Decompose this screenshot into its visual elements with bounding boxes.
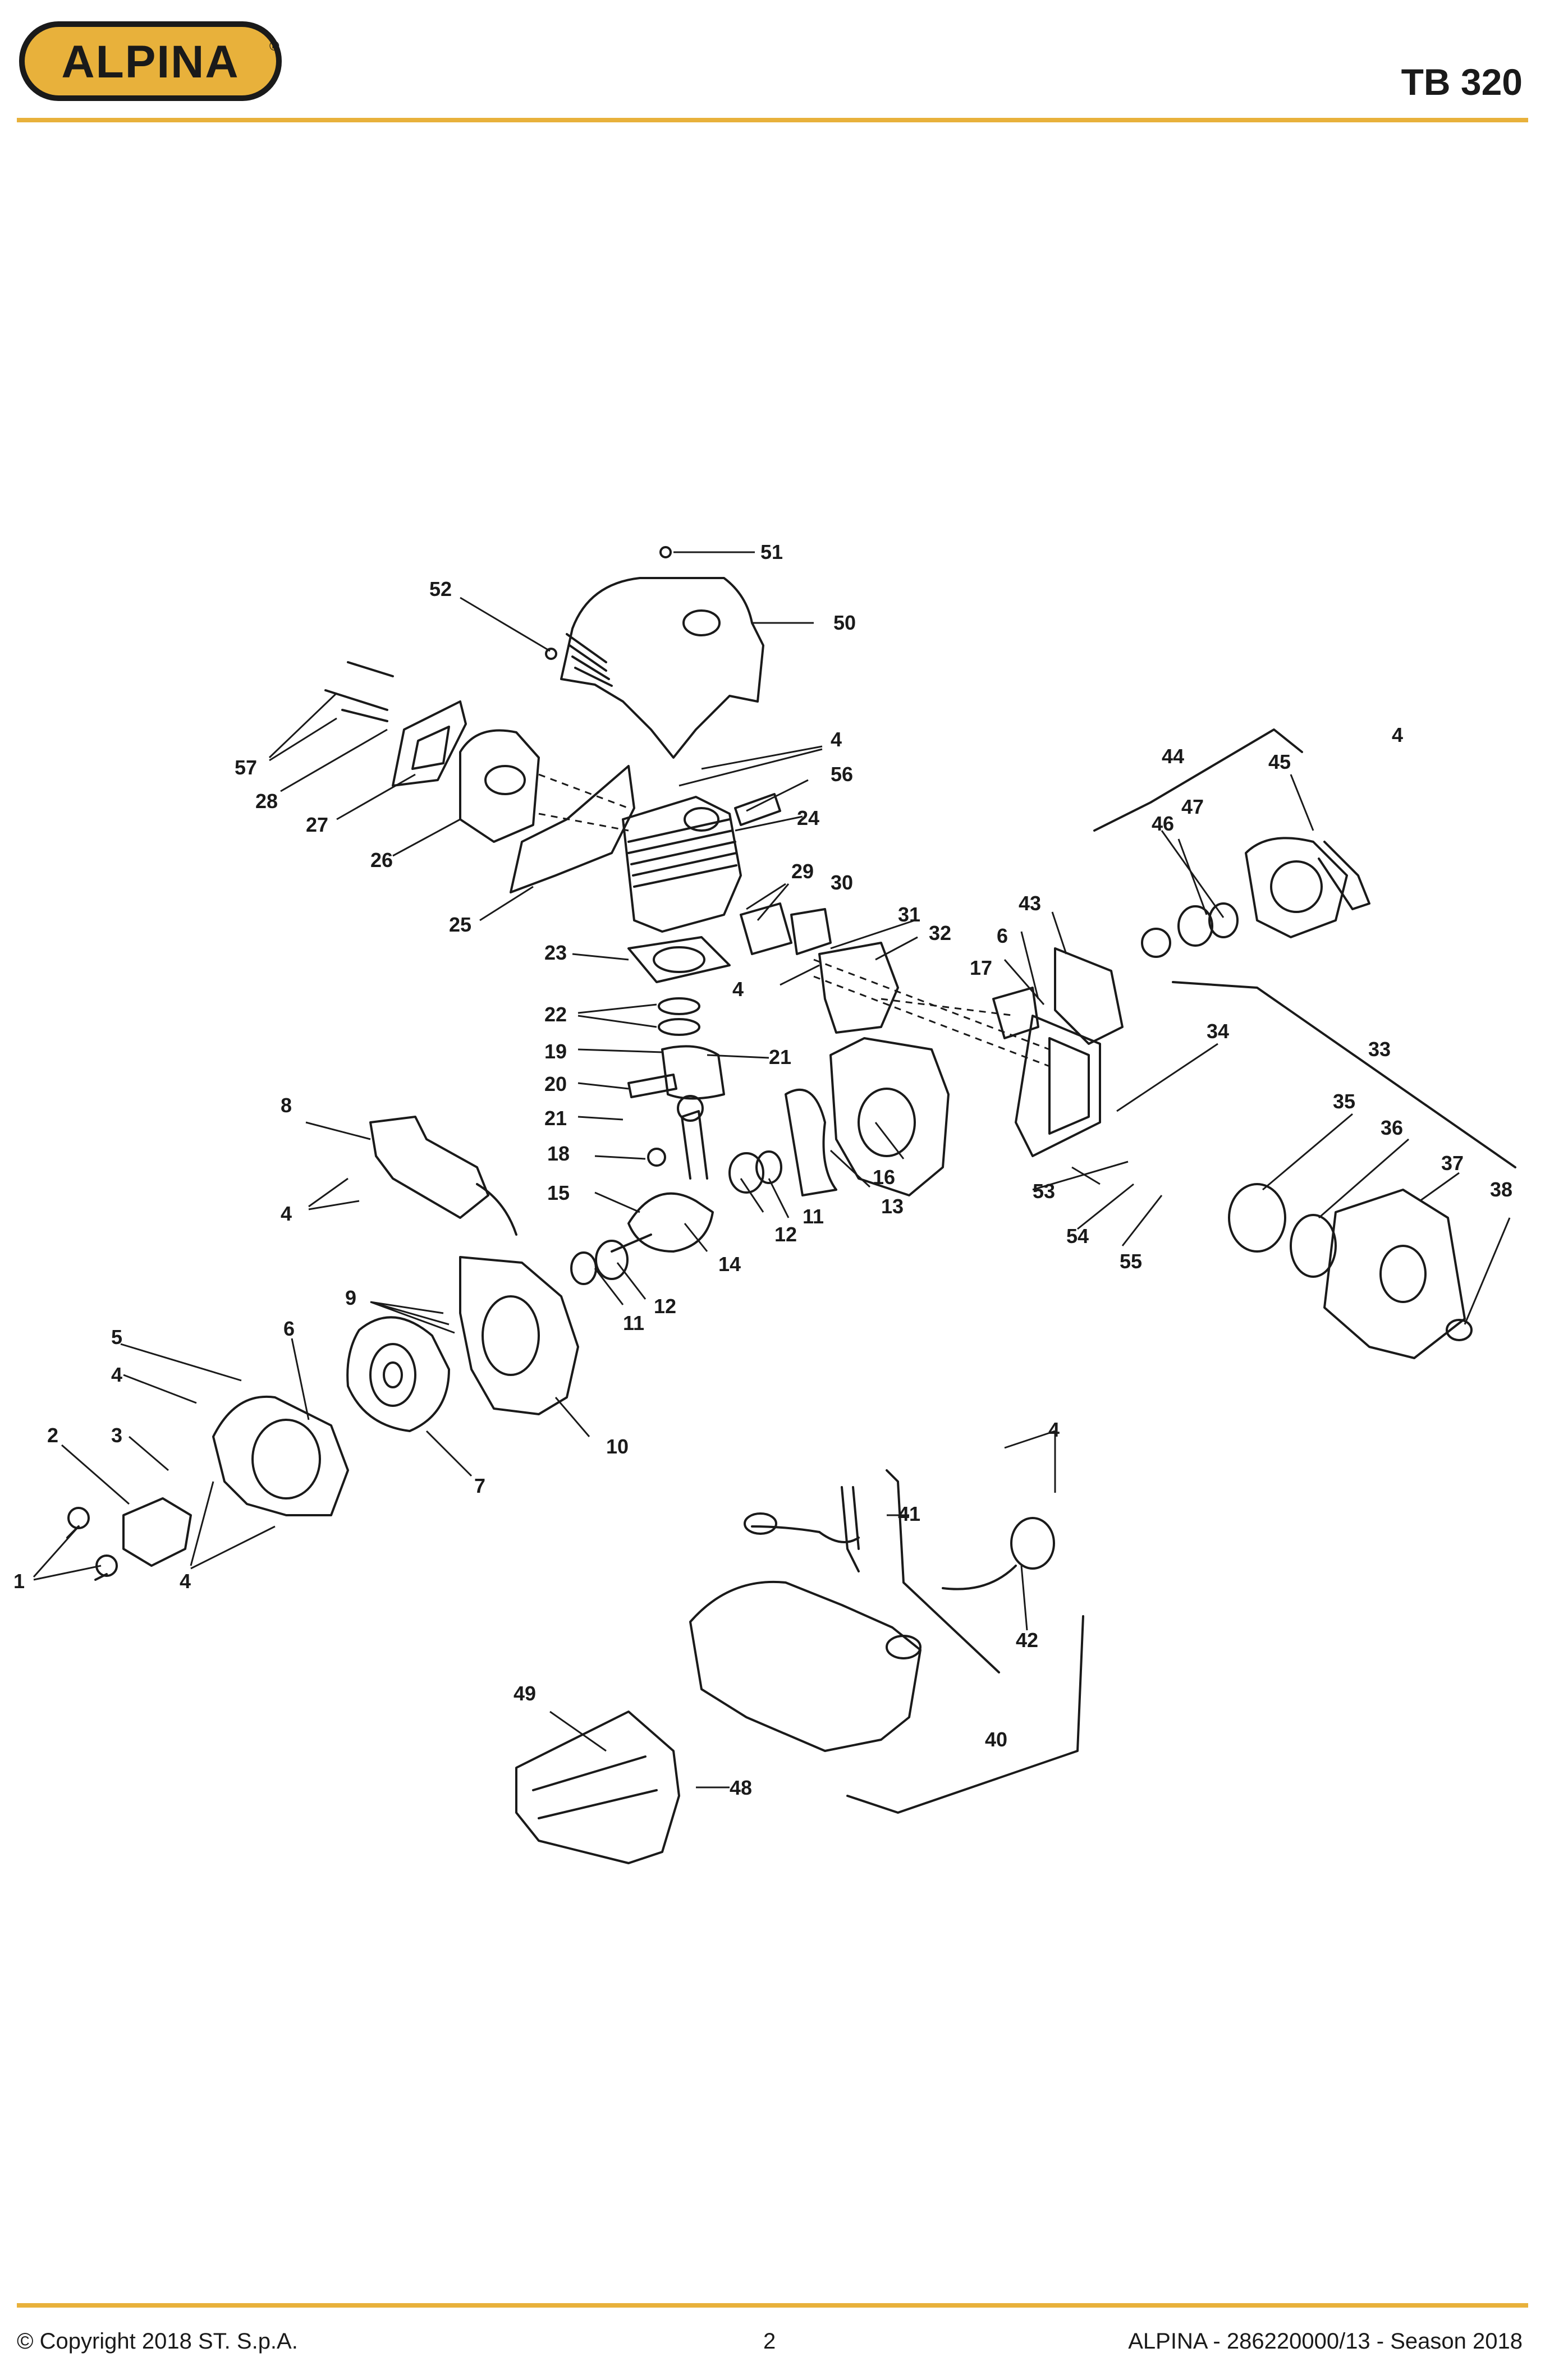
callout-54: 54	[1066, 1225, 1089, 1248]
callout-4-bottom-left: 4	[180, 1570, 191, 1593]
starter-housing	[1245, 837, 1348, 938]
callout-49: 49	[514, 1682, 536, 1705]
callout-10: 10	[606, 1435, 629, 1458]
callout-44: 44	[1162, 745, 1184, 768]
callout-41: 41	[898, 1502, 920, 1525]
ignition-coil	[369, 1116, 489, 1219]
crankcase	[459, 1256, 579, 1415]
callout-14: 14	[718, 1253, 741, 1276]
callout-50: 50	[833, 611, 856, 634]
callout-21-a: 21	[769, 1045, 791, 1069]
callout-9: 9	[345, 1286, 356, 1309]
callout-26: 26	[370, 849, 393, 872]
callout-31: 31	[898, 903, 920, 926]
callout-27: 27	[306, 813, 328, 836]
callout-40: 40	[985, 1728, 1007, 1751]
fuel-tank	[689, 1580, 922, 1752]
callout-29: 29	[791, 860, 814, 883]
crankshaft	[627, 1192, 714, 1253]
callout-30: 30	[831, 871, 853, 894]
callout-34: 34	[1207, 1020, 1229, 1043]
callout-8: 8	[281, 1094, 292, 1117]
air-filter-base	[1015, 1015, 1101, 1157]
callout-1: 1	[13, 1570, 25, 1593]
callout-4-left-mid: 4	[281, 1202, 292, 1225]
callout-4-fuel: 4	[1048, 1418, 1060, 1441]
callout-2: 2	[47, 1424, 58, 1447]
registered-mark: ®	[269, 39, 279, 54]
callout-42: 42	[1016, 1629, 1038, 1652]
callout-4-top: 4	[831, 728, 842, 751]
engine-cover	[560, 577, 764, 759]
callout-48: 48	[730, 1776, 752, 1799]
callout-21-b: 21	[544, 1107, 567, 1130]
callout-20: 20	[544, 1072, 567, 1095]
gasket-43	[1054, 947, 1124, 1045]
callout-6-right: 6	[997, 924, 1008, 947]
callout-55: 55	[1120, 1250, 1142, 1273]
callout-37: 37	[1441, 1152, 1464, 1175]
callout-25: 25	[449, 913, 471, 936]
callout-5: 5	[111, 1326, 122, 1349]
footer-rule	[17, 2303, 1528, 2308]
cylinder-gasket	[627, 936, 731, 983]
callout-51: 51	[760, 540, 783, 563]
clutch	[122, 1497, 192, 1567]
callout-47: 47	[1181, 795, 1204, 818]
flywheel	[346, 1316, 450, 1432]
callout-11-b: 11	[623, 1311, 644, 1335]
callout-13: 13	[881, 1195, 904, 1218]
callout-35: 35	[1333, 1090, 1355, 1113]
tank-support	[515, 1711, 680, 1864]
callout-46: 46	[1152, 812, 1174, 835]
callout-18: 18	[547, 1142, 570, 1165]
callout-53: 53	[1033, 1180, 1055, 1203]
callout-24: 24	[797, 806, 819, 829]
brand-name: ALPINA	[61, 36, 239, 88]
heat-shield	[510, 765, 635, 893]
callout-4-right: 4	[1392, 723, 1403, 746]
callout-33: 33	[1368, 1038, 1391, 1061]
callout-28: 28	[255, 790, 278, 813]
header-rule	[17, 118, 1528, 122]
callout-12-b: 12	[654, 1295, 676, 1318]
callout-22: 22	[544, 1003, 567, 1026]
model-title: TB 320	[1401, 61, 1523, 103]
callout-4-mid: 4	[732, 978, 744, 1001]
muffler	[459, 729, 540, 843]
callout-23: 23	[544, 941, 567, 964]
alpina-logo: ALPINA ®	[19, 21, 282, 101]
callout-3: 3	[111, 1424, 122, 1447]
intake-manifold	[740, 902, 792, 955]
air-filter-cover	[1323, 1189, 1466, 1359]
callout-11-a: 11	[803, 1205, 824, 1228]
callout-45: 45	[1268, 750, 1291, 773]
callout-19: 19	[544, 1040, 567, 1063]
callout-43: 43	[1019, 892, 1041, 915]
carburetor	[818, 942, 899, 1034]
callout-57: 57	[235, 756, 257, 779]
callout-36: 36	[1381, 1116, 1403, 1139]
document-reference: ALPINA - 286220000/13 - Season 2018	[1128, 2329, 1523, 2354]
callout-16: 16	[873, 1166, 895, 1189]
callout-4-left: 4	[111, 1363, 122, 1386]
callout-52: 52	[429, 577, 452, 600]
callout-56: 56	[831, 763, 853, 786]
piston	[661, 1045, 725, 1100]
page-number: 2	[763, 2329, 776, 2354]
cylinder	[622, 796, 742, 933]
callout-12-a: 12	[774, 1223, 797, 1246]
muffler-cover	[392, 700, 467, 787]
callout-38: 38	[1490, 1178, 1512, 1201]
crankcase-half	[829, 1037, 950, 1196]
callout-6-left: 6	[283, 1317, 295, 1340]
fan-housing	[212, 1395, 349, 1516]
callout-7: 7	[474, 1474, 485, 1497]
callout-32: 32	[929, 921, 951, 944]
copyright: © Copyright 2018 ST. S.p.A.	[17, 2329, 298, 2354]
callout-15: 15	[547, 1181, 570, 1204]
callout-17: 17	[970, 956, 992, 979]
